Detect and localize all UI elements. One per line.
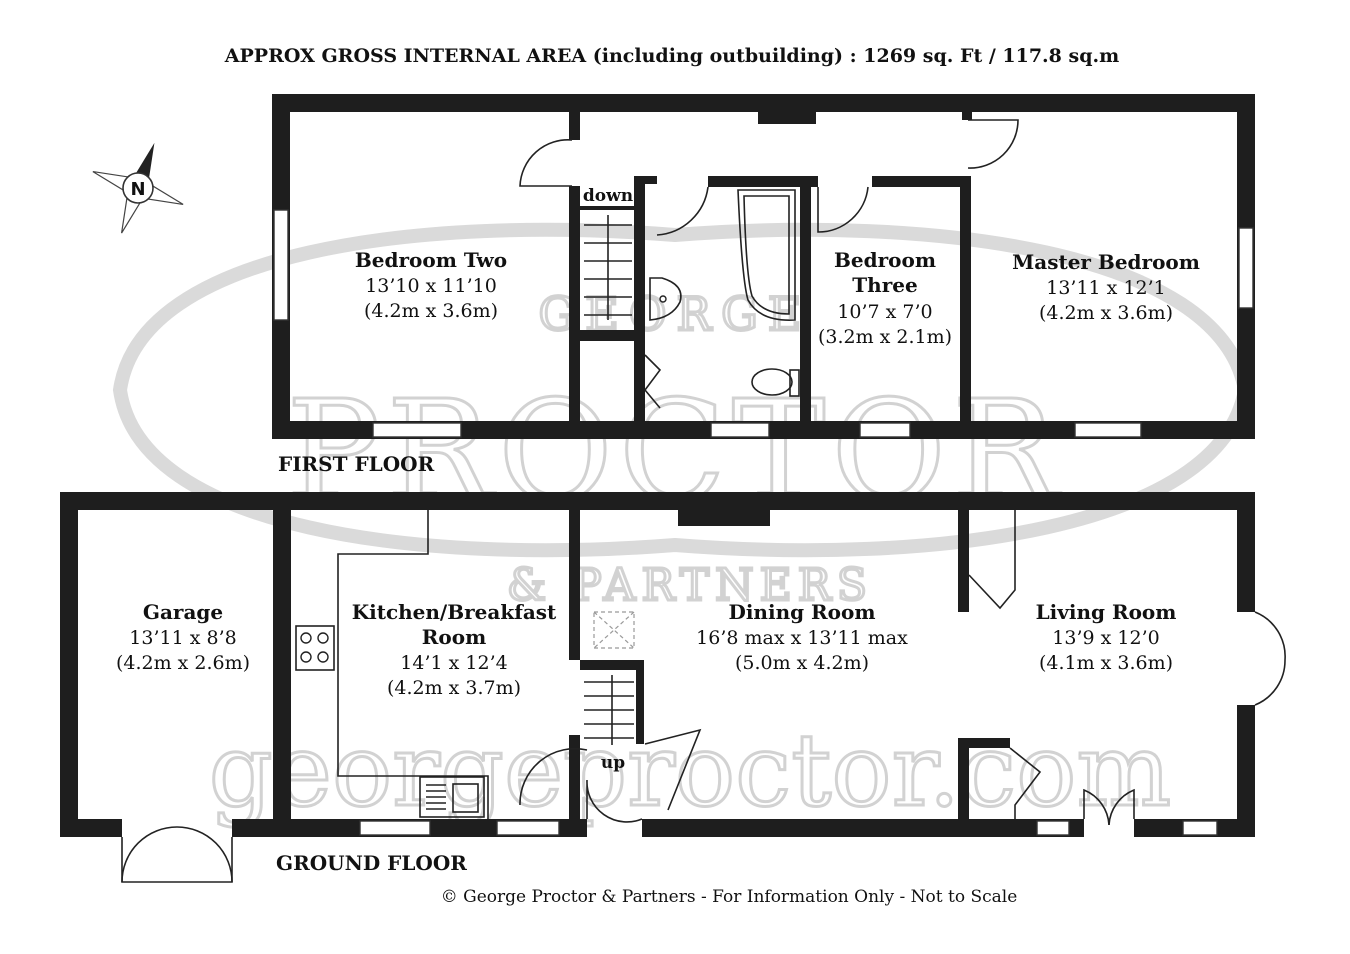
- watermark-partners: & PARTNERS: [507, 560, 873, 611]
- stair-down-label: down: [583, 186, 633, 206]
- room-kitchen: Kitchen/Breakfast Room 14’1 x 12’4 (4.2m…: [352, 600, 557, 699]
- room-name-line2: Room: [422, 625, 486, 649]
- room-name: Dining Room: [728, 600, 875, 624]
- room-bedroom-two: Bedroom Two 13’10 x 11’10 (4.2m x 3.6m): [355, 248, 507, 322]
- room-garage: Garage 13’11 x 8’8 (4.2m x 2.6m): [116, 600, 250, 674]
- room-dim-metric: (4.2m x 3.7m): [387, 677, 521, 699]
- room-dim-metric: (4.2m x 3.6m): [364, 300, 498, 322]
- room-dim-metric: (3.2m x 2.1m): [818, 326, 952, 348]
- room-dim-imperial: 13’11 x 12’1: [1046, 277, 1166, 299]
- stairs-down: [584, 215, 632, 320]
- compass-letter: N: [130, 179, 145, 200]
- room-dim-imperial: 10’7 x 7’0: [837, 301, 932, 323]
- room-living: Living Room 13’9 x 12’0 (4.1m x 3.6m): [1036, 600, 1177, 674]
- room-name-line1: Bedroom: [834, 248, 936, 272]
- room-dim-imperial: 13’9 x 12’0: [1052, 627, 1159, 649]
- watermark: GEORGE PROCTOR & PARTNERS georgeproctor.…: [112, 222, 1253, 831]
- room-name: Master Bedroom: [1012, 250, 1200, 274]
- compass-icon: N: [92, 142, 184, 234]
- room-dim-imperial: 14’1 x 12’4: [400, 652, 507, 674]
- ground-floor-plan: up: [60, 492, 1286, 883]
- room-dim-imperial: 13’10 x 11’10: [365, 275, 497, 297]
- room-dining: Dining Room 16’8 max x 13’11 max (5.0m x…: [696, 600, 908, 674]
- room-dim-metric: (4.2m x 2.6m): [116, 652, 250, 674]
- room-dim-metric: (4.1m x 3.6m): [1039, 652, 1173, 674]
- first-floor-label: FIRST FLOOR: [278, 452, 435, 476]
- room-name: Living Room: [1036, 600, 1177, 624]
- copyright-footer: © George Proctor & Partners - For Inform…: [441, 887, 1018, 907]
- room-dim-metric: (4.2m x 3.6m): [1039, 302, 1173, 324]
- room-dim-imperial: 13’11 x 8’8: [129, 627, 236, 649]
- room-name: Garage: [143, 600, 223, 624]
- stairs-up: [584, 675, 634, 745]
- watermark-website: georgeproctor.com: [209, 712, 1171, 829]
- room-dim-metric: (5.0m x 4.2m): [735, 652, 869, 674]
- ground-floor-label: GROUND FLOOR: [276, 851, 467, 875]
- stair-up-label: up: [601, 753, 625, 773]
- area-title: APPROX GROSS INTERNAL AREA (including ou…: [224, 45, 1119, 67]
- room-bedroom-three: Bedroom Three 10’7 x 7’0 (3.2m x 2.1m): [818, 248, 952, 348]
- room-name-line2: Three: [852, 273, 917, 297]
- room-name: Bedroom Two: [355, 248, 507, 272]
- room-name-line1: Kitchen/Breakfast: [352, 600, 557, 624]
- first-floor-plan: down: [272, 94, 1255, 439]
- room-master-bedroom: Master Bedroom 13’11 x 12’1 (4.2m x 3.6m…: [1012, 250, 1200, 324]
- room-dim-imperial: 16’8 max x 13’11 max: [696, 627, 908, 649]
